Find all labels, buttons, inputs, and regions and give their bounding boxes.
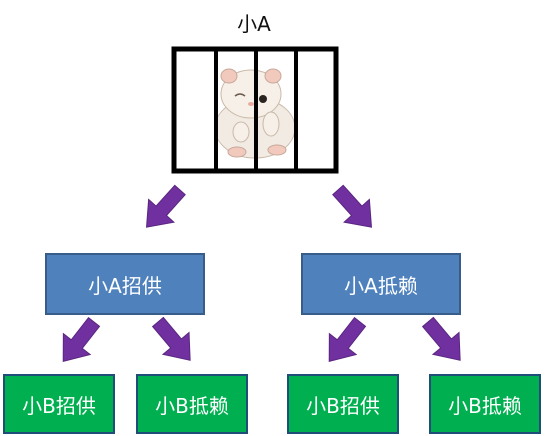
arrow-icon [133,178,194,240]
node-b-confess: 小B招供 [287,374,399,434]
node-b-deny: 小B抵赖 [429,374,541,434]
node-a-confess: 小A招供 [45,253,205,315]
cage-icon [171,46,339,174]
arrow-icon [414,310,474,372]
arrow-icon [315,311,374,373]
node-b-deny: 小B抵赖 [136,374,248,434]
arrow-icon [144,310,204,372]
arrow-icon [49,311,108,373]
top-label: 小A [237,12,271,36]
arrow-icon [324,178,385,240]
node-b-confess: 小B招供 [3,374,115,434]
node-a-deny: 小A抵赖 [301,253,461,315]
